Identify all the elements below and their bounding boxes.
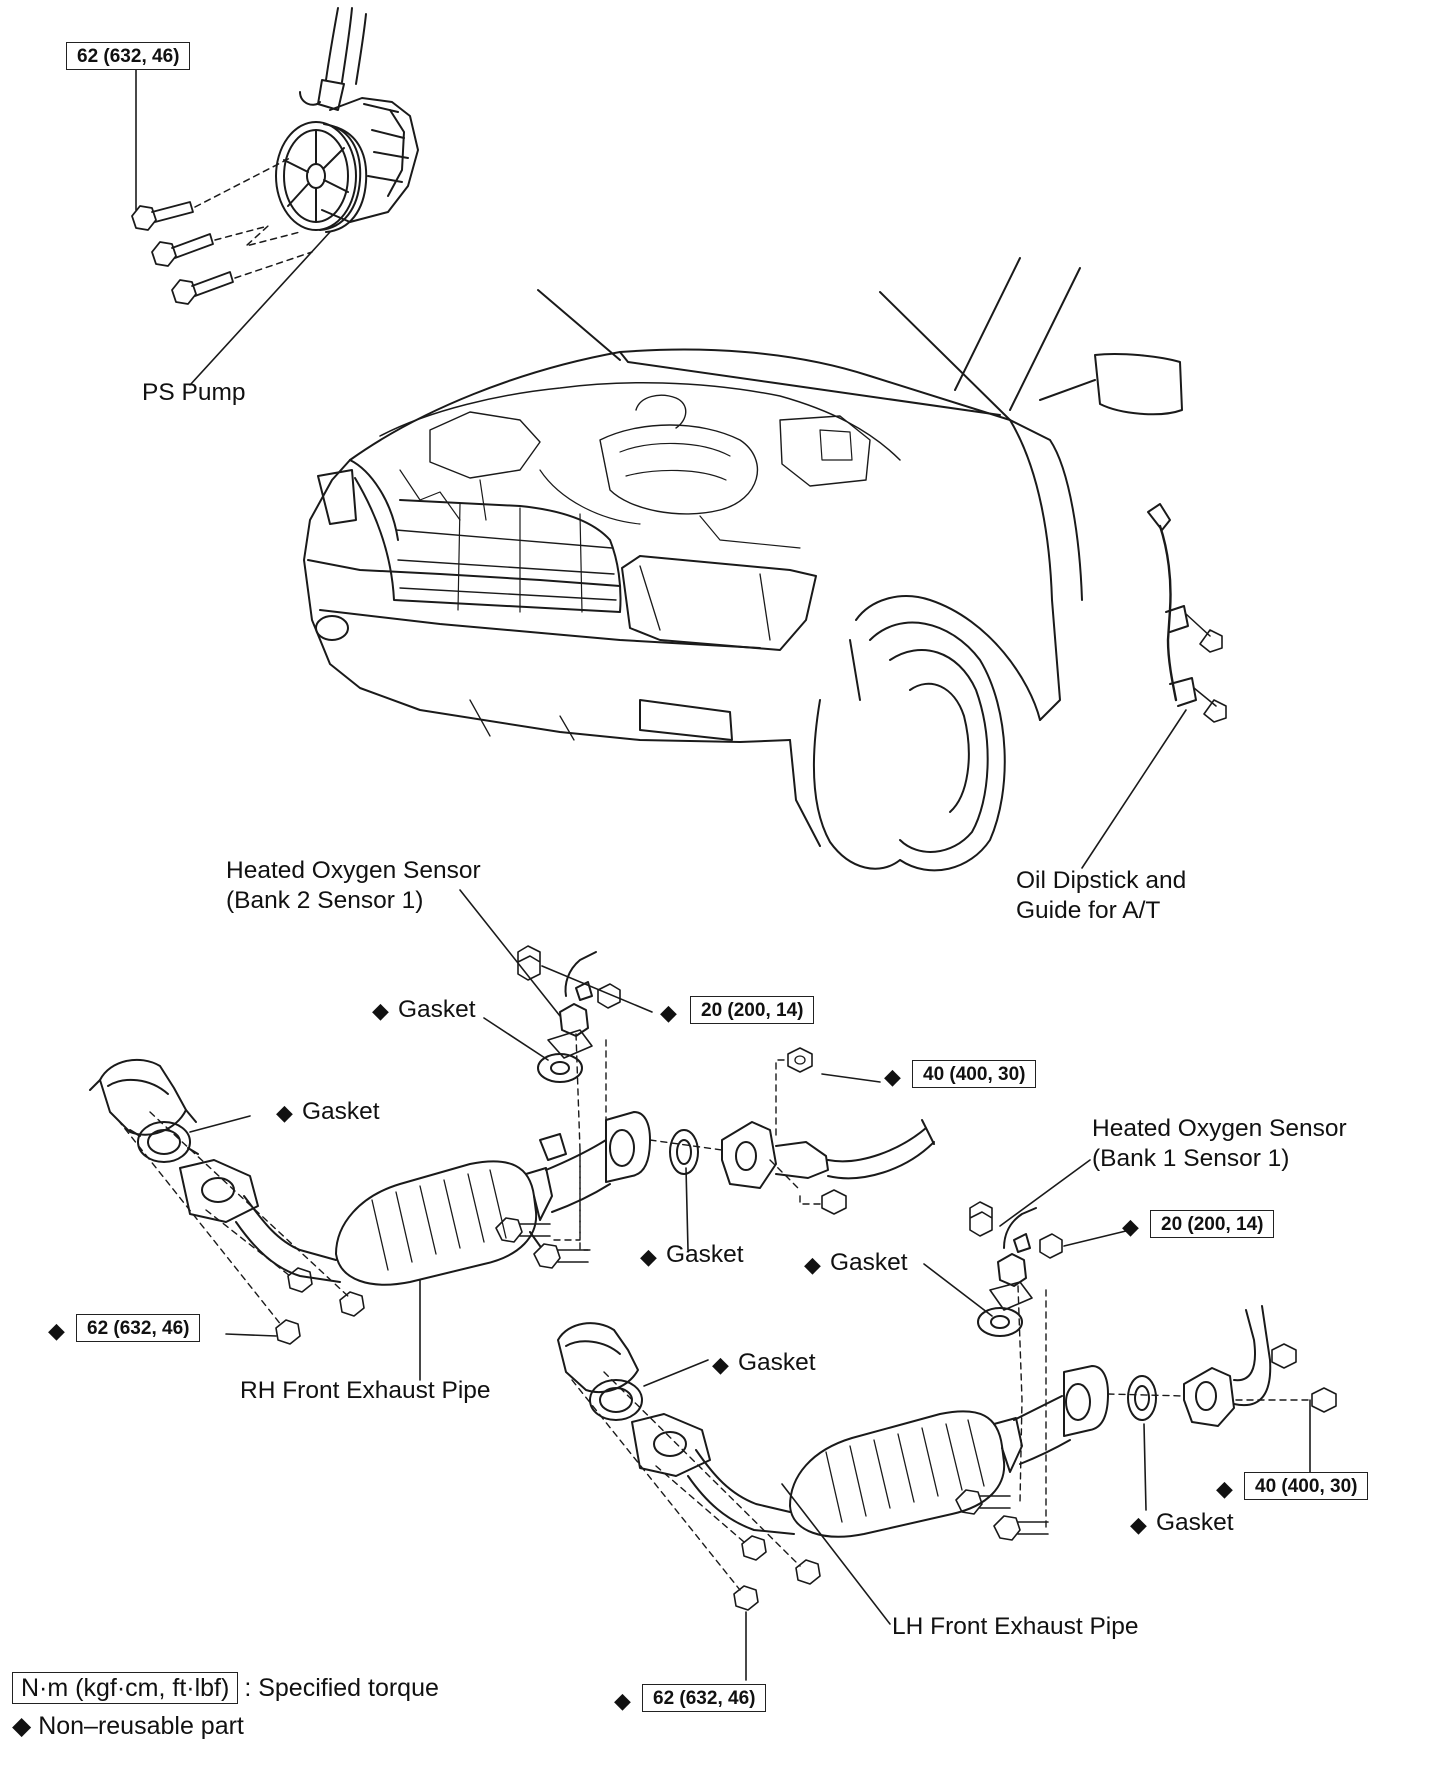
diamond-icon: ◆ [1216,1476,1233,1501]
diamond-icon: ◆ [614,1688,631,1713]
diamond-icon: ◆ [372,998,389,1023]
diamond-icon: ◆ [884,1064,901,1089]
label-gasket: Gasket [830,1249,908,1276]
torque-spec-lh-tail: 40 (400, 30) [1244,1472,1369,1500]
diamond-icon: ◆ [12,1712,32,1740]
rh-exhaust-drawing [90,890,934,1380]
label-ho2s-bank2: Heated Oxygen Sensor (Bank 2 Sensor 1) [226,857,481,914]
label-rh-front-exhaust-pipe: RH Front Exhaust Pipe [240,1377,491,1404]
diamond-icon: ◆ [276,1100,293,1125]
diamond-icon: ◆ [804,1252,821,1277]
label-gasket: Gasket [302,1098,380,1125]
legend-non-reusable-desc: Non–reusable part [38,1712,244,1740]
diamond-icon: ◆ [1130,1512,1147,1537]
diamond-icon: ◆ [712,1352,729,1377]
vehicle-front-drawing [304,258,1226,870]
torque-spec-ho2s-bank2: 20 (200, 14) [690,996,815,1024]
legend-torque-unit: N·m (kgf·cm, ft·lbf) [12,1672,239,1704]
legend-torque: N·m (kgf·cm, ft·lbf): Specified torque [12,1671,439,1705]
torque-spec-rh-manifold: 62 (632, 46) [76,1314,201,1342]
diamond-icon: ◆ [640,1244,657,1269]
label-lh-front-exhaust-pipe: LH Front Exhaust Pipe [892,1613,1139,1640]
torque-spec-ps-pump: 62 (632, 46) [66,42,191,70]
legend-torque-desc: : Specified torque [244,1674,439,1702]
torque-spec-ho2s-bank1: 20 (200, 14) [1150,1210,1275,1238]
label-ho2s-bank1: Heated Oxygen Sensor (Bank 1 Sensor 1) [1092,1115,1347,1172]
ps-pump-drawing [132,8,418,385]
diamond-icon: ◆ [660,1000,677,1025]
torque-spec-lh-manifold: 62 (632, 46) [642,1684,767,1712]
lh-exhaust-drawing [558,1160,1336,1680]
diamond-icon: ◆ [48,1318,65,1343]
diamond-icon: ◆ [1122,1214,1139,1239]
label-ps-pump: PS Pump [142,379,246,406]
torque-spec-rh-tail: 40 (400, 30) [912,1060,1037,1088]
label-gasket: Gasket [738,1349,816,1376]
label-gasket: Gasket [666,1241,744,1268]
label-gasket: Gasket [1156,1509,1234,1536]
legend-non-reusable: ◆ Non–reusable part [12,1711,244,1741]
label-gasket: Gasket [398,996,476,1023]
label-oil-dipstick: Oil Dipstick and Guide for A/T [1016,867,1187,924]
